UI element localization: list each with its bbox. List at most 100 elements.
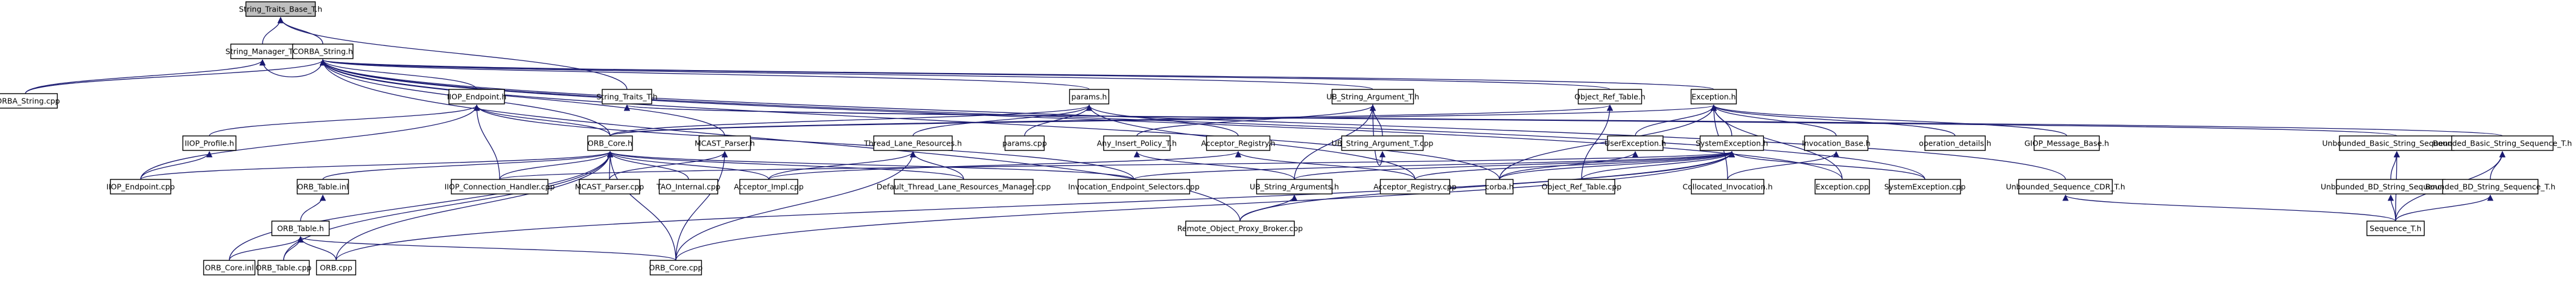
nodes-layer: String_Traits_Base_T.hString_Manager_T.h… bbox=[0, 1, 2572, 275]
node-invocation-endpoint-selectors-cpp[interactable]: Invocation_Endpoint_Selectors.cpp bbox=[1068, 179, 1200, 195]
node-orb-core-h[interactable]: ORB_Core.h bbox=[587, 135, 633, 151]
node-orb-table-h[interactable]: ORB_Table.h bbox=[271, 221, 330, 236]
edge-n27-to-n5 bbox=[473, 104, 500, 180]
node-orb-core-cpp[interactable]: ORB_Core.cpp bbox=[649, 260, 703, 275]
node-box bbox=[2034, 135, 2100, 151]
node-systemexception-h[interactable]: SystemException.h bbox=[1696, 135, 1768, 151]
edge-n46-to-n13 bbox=[229, 150, 614, 261]
edge-n23-to-n9 bbox=[1710, 104, 1956, 137]
node-label: operation_details.h bbox=[1919, 139, 1991, 148]
node-label: ORB_Table.inl bbox=[297, 182, 349, 192]
edge-n45-to-n41 bbox=[2387, 194, 2396, 222]
node-iiop-endpoint-h[interactable]: IIOP_Endpoint.h bbox=[447, 89, 507, 105]
edge-n39-to-n2 bbox=[320, 59, 1926, 180]
node-acceptor-registry-h[interactable]: Acceptor_Registry.h bbox=[1201, 135, 1276, 151]
node-orb-table-inl[interactable]: ORB_Table.inl bbox=[296, 179, 349, 195]
node-params-h[interactable]: params.h bbox=[1069, 89, 1110, 105]
node-label: Exception.cpp bbox=[1816, 182, 1869, 192]
node-orb-table-cpp[interactable]: ORB_Table.cpp bbox=[256, 260, 311, 275]
edge-n24-to-n9 bbox=[1711, 104, 2067, 137]
node-box bbox=[230, 43, 295, 59]
node-label: Bounded_BD_String_Sequence_T.h bbox=[2425, 182, 2555, 192]
node-label: MCAST_Parser.h bbox=[695, 139, 755, 148]
node-box bbox=[1004, 135, 1045, 151]
node-box bbox=[894, 179, 1034, 195]
node-label: UB_String_Argument_T.cpp bbox=[1332, 139, 1434, 148]
edge-n13-to-n9 bbox=[609, 104, 1717, 137]
node-bounded-bd-string-sequence-t-h[interactable]: Bounded_BD_String_Sequence_T.h bbox=[2425, 179, 2555, 195]
node-sequence-t-h[interactable]: Sequence_T.h bbox=[2366, 221, 2425, 236]
node-string-traits-base-t-h[interactable]: String_Traits_Base_T.h bbox=[239, 1, 322, 17]
node-params-cpp[interactable]: params.cpp bbox=[1002, 135, 1047, 151]
node-userexception-h[interactable]: UserException.h bbox=[1604, 135, 1666, 151]
node-corba-string-h[interactable]: CORBA_String.h bbox=[292, 43, 354, 59]
edge-n28-to-n14 bbox=[609, 150, 728, 180]
node-box bbox=[579, 179, 640, 195]
edge-n39-to-n21 bbox=[1728, 150, 1926, 180]
node-operation-details-h[interactable]: operation_details.h bbox=[1919, 135, 1991, 151]
node-box bbox=[2442, 179, 2539, 195]
node-orb-cpp[interactable]: ORB.cpp bbox=[316, 260, 357, 275]
node-ub-string-argument-t-h[interactable]: UB_String_Argument_T.h bbox=[1326, 89, 1419, 105]
node-label: Remote_Object_Proxy_Broker.cpp bbox=[1177, 224, 1303, 233]
node-orb-core-inl[interactable]: ORB_Core.inl bbox=[203, 260, 256, 275]
edge-n32-to-n13 bbox=[607, 150, 1134, 180]
node-box bbox=[1607, 135, 1664, 151]
node-tao-internal-cpp[interactable]: TAO_Internal.cpp bbox=[656, 179, 720, 195]
node-box bbox=[602, 89, 652, 105]
node-iiop-profile-h[interactable]: IIOP_Profile.h bbox=[182, 135, 237, 151]
node-label: Any_Insert_Policy_T.h bbox=[1097, 139, 1177, 148]
node-string-traits-t-h[interactable]: String_Traits_T.h bbox=[596, 89, 658, 105]
edge-n25-to-n13 bbox=[140, 150, 613, 180]
node-mcast-parser-h[interactable]: MCAST_Parser.h bbox=[695, 135, 755, 151]
node-remote-object-proxy-broker-cpp[interactable]: Remote_Object_Proxy_Broker.cpp bbox=[1177, 221, 1303, 236]
node-corba-h[interactable]: corba.h bbox=[1485, 179, 1514, 195]
node-box bbox=[1691, 179, 1764, 195]
node-label: GIOP_Message_Base.h bbox=[2024, 139, 2109, 148]
node-label: IIOP_Profile.h bbox=[185, 139, 234, 148]
node-invocation-base-h[interactable]: Invocation_Base.h bbox=[1802, 135, 1871, 151]
node-box bbox=[1548, 179, 1615, 195]
node-thread-lane-resources-h[interactable]: Thread_Lane_Resources.h bbox=[863, 135, 962, 151]
node-any-insert-policy-t-h[interactable]: Any_Insert_Policy_T.h bbox=[1097, 135, 1177, 151]
edge-n35-to-n9 bbox=[1499, 104, 1717, 180]
edge-n14-to-n2 bbox=[319, 59, 725, 137]
node-label: TAO_Internal.cpp bbox=[656, 182, 720, 192]
node-ub-string-argument-t-cpp[interactable]: UB_String_Argument_T.cpp bbox=[1332, 135, 1434, 151]
node-unbounded-sequence-cdr-t-h[interactable]: Unbounded_Sequence_CDR_T.h bbox=[2006, 179, 2125, 195]
node-box bbox=[1256, 179, 1333, 195]
node-box bbox=[1804, 135, 1869, 151]
node-iiop-endpoint-cpp[interactable]: IIOP_Endpoint.cpp bbox=[106, 179, 175, 195]
node-label: params.cpp bbox=[1002, 139, 1047, 148]
node-label: Acceptor_Registry.h bbox=[1201, 139, 1276, 148]
node-exception-h[interactable]: Exception.h bbox=[1690, 89, 1737, 105]
node-label: String_Traits_T.h bbox=[596, 92, 657, 101]
node-object-ref-table-cpp[interactable]: Object_Ref_Table.cpp bbox=[1542, 179, 1622, 195]
node-acceptor-registry-cpp[interactable]: Acceptor_Registry.cpp bbox=[1373, 179, 1457, 195]
node-giop-message-base-h[interactable]: GIOP_Message_Base.h bbox=[2024, 135, 2109, 151]
node-corba-string-cpp[interactable]: CORBA_String.cpp bbox=[0, 93, 60, 109]
edge-n34-to-n21 bbox=[1414, 150, 1735, 180]
node-iiop-connection-handler-cpp[interactable]: IIOP_Connection_Handler.cpp bbox=[445, 179, 555, 195]
node-object-ref-table-h[interactable]: Object_Ref_Table.h bbox=[1574, 89, 1646, 105]
node-ub-string-arguments-h[interactable]: UB_String_Arguments.h bbox=[1250, 179, 1339, 195]
node-unbounded-basic-string-sequence-t-h[interactable]: Unbounded_Basic_String_Sequence_T.h bbox=[2322, 135, 2472, 151]
node-bounded-basic-string-sequence-t-h[interactable]: Bounded_Basic_String_Sequence_T.h bbox=[2433, 135, 2572, 151]
node-label: Thread_Lane_Resources.h bbox=[863, 139, 962, 148]
node-label: IIOP_Endpoint.h bbox=[447, 92, 507, 101]
node-collocated-invocation-h[interactable]: Collocated_Invocation.h bbox=[1682, 179, 1773, 195]
node-label: ORB_Table.cpp bbox=[256, 263, 311, 272]
edge-n48-to-n21 bbox=[336, 150, 1735, 261]
node-systemexception-cpp[interactable]: SystemException.cpp bbox=[1884, 179, 1966, 195]
node-box bbox=[448, 89, 505, 105]
node-box bbox=[1690, 89, 1737, 105]
node-label: corba.h bbox=[1485, 182, 1513, 192]
node-exception-cpp[interactable]: Exception.cpp bbox=[1814, 179, 1870, 195]
node-acceptor-impl-cpp[interactable]: Acceptor_Impl.cpp bbox=[734, 179, 804, 195]
node-default-thread-lane-resources-manager-cpp[interactable]: Default_Thread_Lane_Resources_Manager.cp… bbox=[877, 179, 1051, 195]
node-string-manager-t-h[interactable]: String_Manager_T.h bbox=[226, 43, 300, 59]
node-label: Object_Ref_Table.h bbox=[1574, 92, 1646, 101]
node-box bbox=[296, 179, 349, 195]
edge-n49-to-n13 bbox=[606, 150, 676, 261]
node-mcast-parser-cpp[interactable]: MCAST_Parser.cpp bbox=[575, 179, 644, 195]
